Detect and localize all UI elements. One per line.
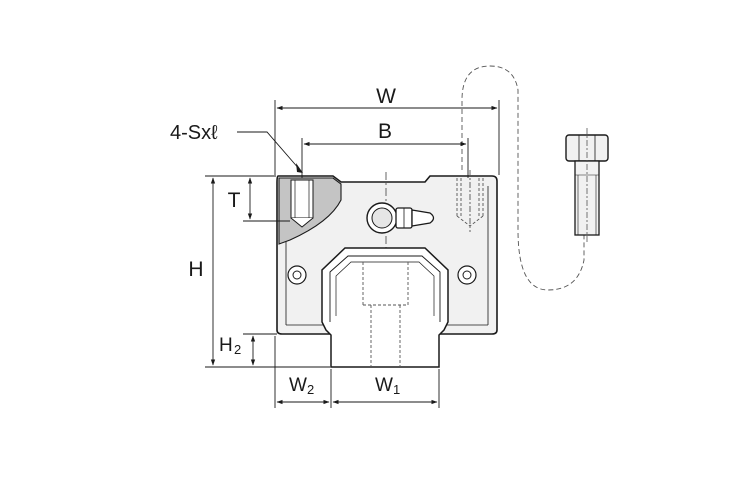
- svg-text:W: W: [289, 375, 307, 396]
- tapped-hole-right: [456, 170, 484, 232]
- grease-nipple-icon: [366, 202, 435, 234]
- dim-label-w: W: [376, 85, 396, 108]
- rail-profile: [321, 247, 449, 368]
- dimensions: [205, 100, 500, 408]
- dim-label-h2: H 2: [219, 335, 241, 357]
- side-hole-right: [457, 265, 477, 285]
- side-hole-left: [287, 265, 307, 285]
- svg-text:H: H: [219, 335, 233, 356]
- guide-rail: [321, 247, 449, 368]
- dim-label-tap: 4-Sxℓ: [170, 122, 218, 144]
- dim-label-w1: W 1: [375, 375, 400, 397]
- tapped-hole-left: [290, 179, 314, 219]
- dim-label-h: H: [188, 258, 203, 281]
- dim-label-t: T: [228, 189, 241, 212]
- dim-label-w2: W 2: [289, 375, 314, 397]
- svg-text:2: 2: [234, 342, 241, 357]
- tap-leader-arrow: [296, 163, 303, 173]
- dim-label-b: B: [378, 120, 392, 143]
- bolt-leader: [461, 65, 585, 291]
- svg-text:2: 2: [307, 382, 314, 397]
- svg-text:W: W: [375, 375, 393, 396]
- svg-text:1: 1: [393, 382, 400, 397]
- socket-head-cap-screw-icon: [565, 128, 609, 242]
